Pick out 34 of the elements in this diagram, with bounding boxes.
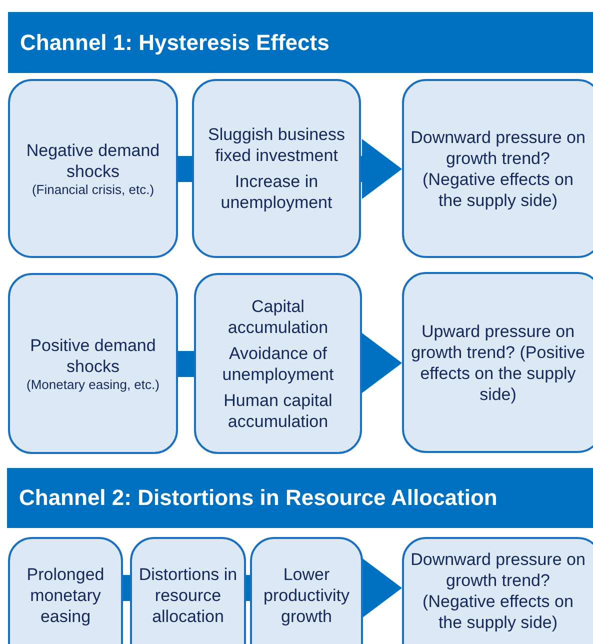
block-arrow (360, 139, 402, 199)
box-text: Increase in unemployment (220, 171, 334, 213)
process-box (250, 537, 363, 644)
connector-bar (177, 351, 194, 377)
process-box (8, 79, 178, 258)
box-text: Downward pressure on growth trend? (Negative effects on the supply side) (410, 126, 586, 210)
connector-bar (177, 156, 192, 182)
block-arrow (362, 558, 402, 618)
process-box (130, 537, 246, 644)
process-box (8, 537, 123, 644)
box-text: Sluggish business fixed investment (206, 124, 346, 166)
section-header-band (8, 12, 593, 73)
box-text: Distortions in resource allocation (138, 564, 238, 626)
box-text: Avoidance of unemployment (221, 342, 335, 384)
section-header-band (7, 468, 593, 528)
process-box (402, 79, 593, 258)
process-box (8, 273, 178, 454)
process-box (192, 79, 361, 258)
process-box (194, 273, 362, 454)
box-text: Capital accumulation (226, 296, 330, 338)
note-text: (Monetary easing, etc.) (26, 376, 160, 392)
note-text: (Financial crisis, etc.) (32, 182, 154, 198)
box-text: Upward pressure on growth trend? (Positive effects on the supply side) (410, 320, 586, 404)
box-text: Negative demand shocks (25, 140, 161, 182)
block-arrow (361, 333, 402, 393)
box-text: Lower productivity growth (262, 564, 350, 626)
box-text: Positive demand shocks (29, 334, 157, 376)
box-text: Downward pressure on growth trend? (Negative effects on the supply side) (410, 549, 586, 633)
box-text: Prolonged monetary easing (26, 564, 106, 626)
section-title: Channel 1: Hysteresis Effects (20, 30, 330, 56)
section-title: Channel 2: Distortions in Resource Allocation (19, 485, 498, 511)
box-text: Human capital accumulation (222, 390, 334, 432)
process-box (402, 537, 593, 644)
process-box (402, 272, 593, 453)
